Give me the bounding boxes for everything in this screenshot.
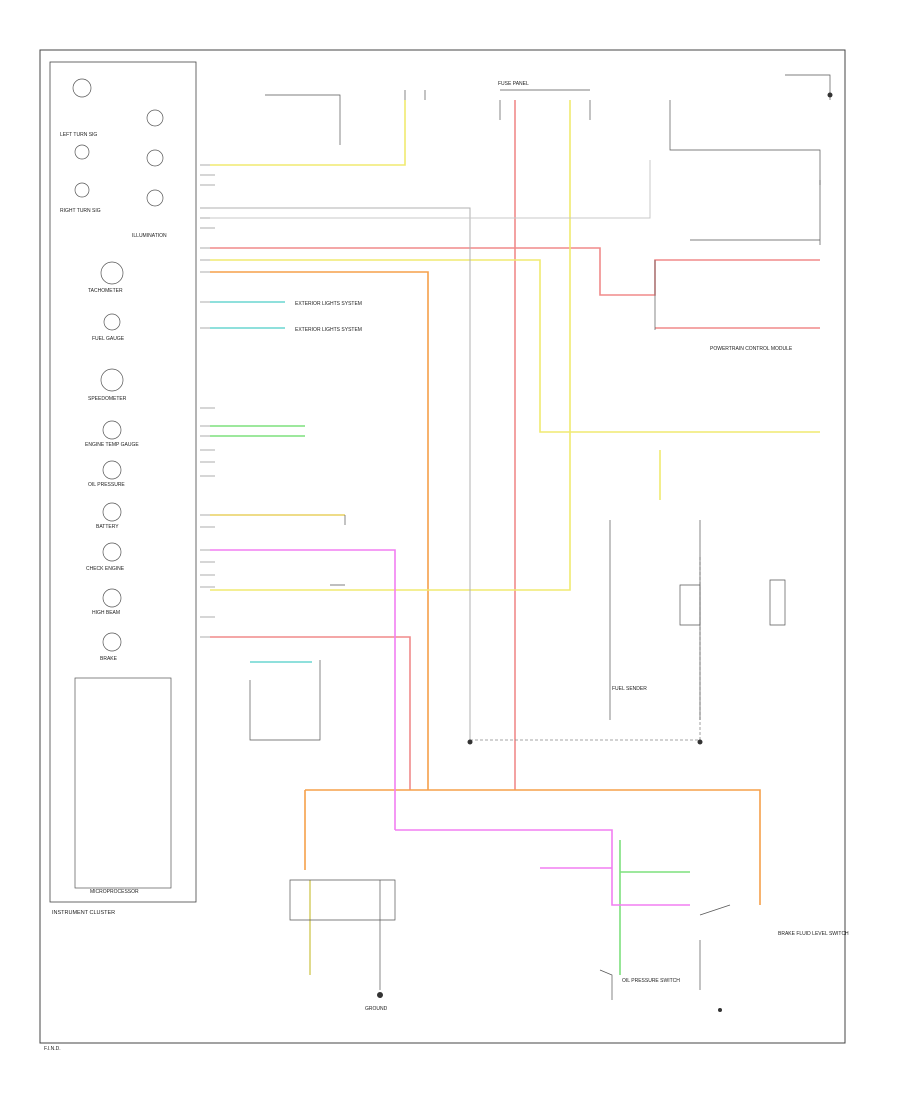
engine-temp-label: ENGINE TEMP GAUGE xyxy=(85,442,139,448)
fuel-gauge-label: FUEL GAUGE xyxy=(92,336,125,342)
footer-code: F.I.N.D. xyxy=(44,1046,61,1052)
wires xyxy=(210,100,820,975)
black-wires xyxy=(249,74,831,1000)
speedometer-label: SPEEDOMETER xyxy=(88,396,127,402)
lighting-label-1: EXTERIOR LIGHTS SYSTEM xyxy=(295,301,362,307)
wire-gray-2 xyxy=(210,160,651,219)
oil-pressure-label: OIL PRESSURE xyxy=(88,482,125,488)
fuel-sender-label: FUEL SENDER xyxy=(612,686,647,692)
tachometer-label: TACHOMETER xyxy=(88,288,123,294)
battery-label: BATTERY xyxy=(96,524,119,530)
wire-red-4 xyxy=(210,636,411,790)
cluster-lamps xyxy=(72,78,172,889)
high-beam-label: HIGH BEAM xyxy=(92,610,120,616)
wire-yellow-3 xyxy=(210,100,406,166)
wire-orange-1 xyxy=(210,271,429,790)
diagram-border xyxy=(39,49,846,1044)
left-turn-label: LEFT TURN SIG xyxy=(60,132,97,138)
check-engine-label: CHECK ENGINE xyxy=(86,566,125,572)
pcm-label: POWERTRAIN CONTROL MODULE xyxy=(710,346,793,352)
wire-pink-1 xyxy=(210,549,396,830)
instrument-cluster-box xyxy=(49,61,197,903)
brake-switch-label: BRAKE FLUID LEVEL SWITCH xyxy=(778,931,849,937)
lighting-label-2: EXTERIOR LIGHTS SYSTEM xyxy=(295,327,362,333)
wire-yellow-2 xyxy=(210,100,571,591)
ground-label: GROUND xyxy=(365,1006,388,1012)
wire-red-1 xyxy=(210,247,820,296)
microprocessor-label: MICROPROCESSOR xyxy=(90,889,139,895)
wire-orange-2 xyxy=(305,789,761,905)
connector-pins xyxy=(200,164,215,638)
wire-yellow-1 xyxy=(210,259,820,433)
cluster-label: INSTRUMENT CLUSTER xyxy=(52,910,115,916)
fuse-panel-label: FUSE PANEL xyxy=(498,81,529,87)
illumination-label: ILLUMINATION xyxy=(132,233,167,239)
ground-symbols xyxy=(377,92,833,1012)
right-turn-label: RIGHT TURN SIG xyxy=(60,208,101,214)
brake-label: BRAKE xyxy=(100,656,118,662)
wire-gray-1 xyxy=(210,207,471,740)
oil-switch-label: OIL PRESSURE SWITCH xyxy=(622,978,680,984)
wire-gray-3 xyxy=(470,555,701,741)
